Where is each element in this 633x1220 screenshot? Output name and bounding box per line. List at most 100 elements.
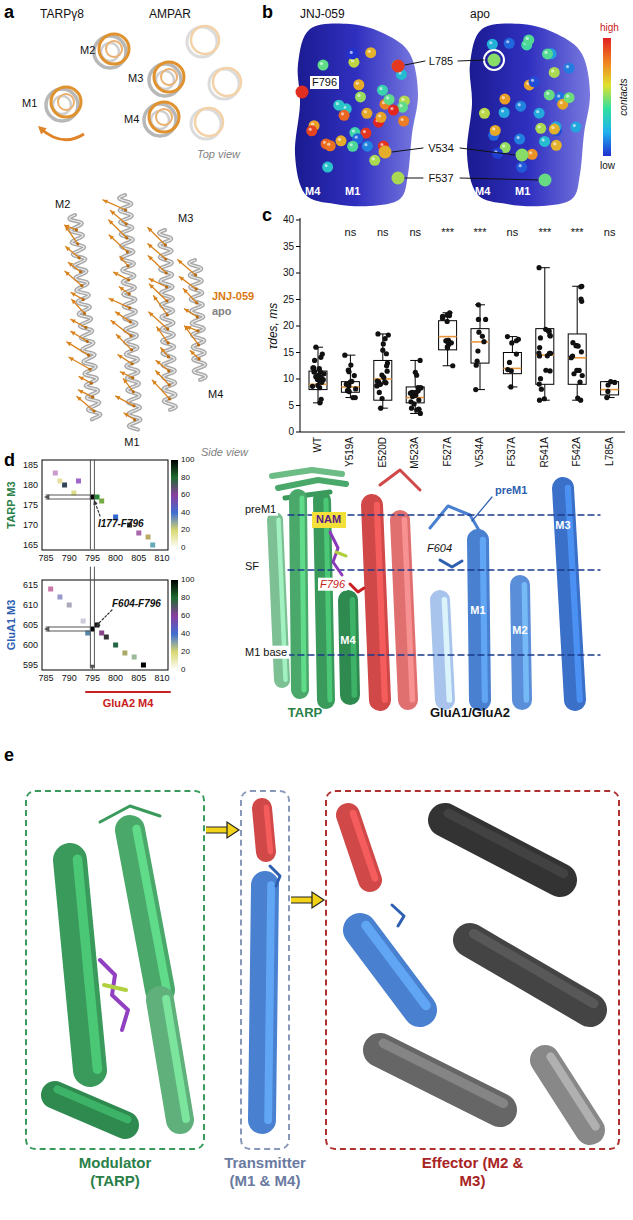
data-point <box>317 385 322 390</box>
axis-tick: 40 <box>283 214 294 226</box>
residue-label: F537 <box>426 172 455 185</box>
sphere-highlight <box>325 164 328 167</box>
arrow-head <box>116 334 121 339</box>
helix-ring <box>156 109 172 125</box>
arrow-head <box>184 309 189 313</box>
arrow-head <box>124 413 129 417</box>
legend-label: JNJ-059 <box>212 290 254 303</box>
arrow-head <box>65 247 70 252</box>
axis-tick: 610 <box>23 600 38 610</box>
atom-dot <box>129 320 132 323</box>
cylinder-highlight <box>483 540 485 700</box>
data-point <box>381 375 386 380</box>
residue-sphere <box>487 39 498 50</box>
contact-label: F604-F796 <box>112 598 161 610</box>
colorbar-tick: 40 <box>181 508 190 517</box>
helix-label: M1 <box>470 604 485 617</box>
atom-dot <box>131 376 134 379</box>
residue-sphere <box>361 108 372 119</box>
residue-sphere <box>551 140 562 151</box>
category-label: R541A <box>539 437 551 468</box>
sphere-highlight <box>401 98 404 101</box>
helix-ring <box>106 41 122 57</box>
significance-mark: ns <box>604 226 616 239</box>
arrow-head <box>120 372 125 376</box>
sphere-highlight <box>489 41 492 44</box>
residue-label: F796 <box>318 578 347 591</box>
data-point <box>475 359 480 364</box>
data-point <box>536 350 541 355</box>
axis-tick-mark <box>296 432 300 433</box>
beta-strand <box>272 470 342 476</box>
atom-dot <box>78 256 81 259</box>
axis-tick: 180 <box>23 480 38 490</box>
cylinder-highlight <box>166 999 186 1119</box>
helix-ring <box>58 94 74 110</box>
protein-name: TARPγ8 <box>40 8 84 22</box>
atom-dot <box>167 341 170 344</box>
helix-cylinder <box>470 940 590 1010</box>
arrow-head <box>72 299 77 304</box>
atom-dot <box>194 273 197 276</box>
side-chain <box>440 560 462 567</box>
sphere-highlight <box>327 143 330 146</box>
data-point <box>538 335 543 340</box>
data-point <box>543 368 548 373</box>
residue-label: F604 <box>425 542 454 555</box>
cylinder-highlight <box>302 498 304 690</box>
sphere-highlight <box>399 104 402 107</box>
sphere-highlight <box>350 51 353 54</box>
sphere-highlight <box>519 164 522 167</box>
displacement-arrow <box>149 284 167 301</box>
atom-dot <box>87 354 90 357</box>
atom-dot <box>168 397 171 400</box>
residue-sphere <box>347 141 358 152</box>
sphere-highlight <box>336 102 339 105</box>
residue-sphere <box>377 85 388 96</box>
axis-title: TARP M3 <box>5 481 18 528</box>
category-label: L785A <box>604 437 616 466</box>
residue-sphere <box>534 108 545 119</box>
connector-line <box>291 898 314 903</box>
sphere-highlight <box>320 62 323 65</box>
axis-tick: 805 <box>131 553 146 563</box>
displacement-arrow <box>156 371 170 385</box>
data-point <box>313 345 318 350</box>
displacement-arrow <box>120 256 128 266</box>
crosshair-line <box>46 495 90 496</box>
median-line <box>439 336 457 338</box>
displacement-arrow <box>185 326 199 345</box>
arrow-head <box>120 256 125 261</box>
helix-cylinder <box>545 1060 590 1130</box>
displacement-arrow <box>190 351 199 359</box>
significance-mark: *** <box>474 226 487 239</box>
sphere-highlight <box>560 101 563 104</box>
crosshair-line <box>94 567 95 668</box>
sphere-highlight <box>566 95 569 98</box>
data-point <box>539 387 544 392</box>
axis-tick: 5 <box>288 400 294 412</box>
arrow-head <box>111 321 116 326</box>
cylinder-highlight <box>268 885 271 1120</box>
heatmap-cell <box>57 479 62 484</box>
data-point <box>476 302 481 307</box>
colorbar-tick: 80 <box>181 473 190 482</box>
helix-label: M4 <box>475 185 490 198</box>
significance-mark: *** <box>538 226 551 239</box>
motion-arrow <box>40 128 84 140</box>
displacement-arrow <box>116 334 131 349</box>
colorbar-tick: 80 <box>181 593 190 602</box>
whisker <box>480 363 481 390</box>
axis-tick: 785 <box>38 673 53 683</box>
colorbar-tick: 40 <box>181 629 190 638</box>
data-point <box>409 406 414 411</box>
displacement-arrow <box>124 413 135 420</box>
heatmap-cell <box>53 471 58 476</box>
data-point <box>418 358 423 363</box>
heatmap-cell <box>95 495 100 500</box>
sphere-highlight <box>380 143 383 146</box>
data-point <box>418 385 423 390</box>
axis-tick: 605 <box>23 620 38 630</box>
displacement-arrow <box>119 287 129 294</box>
colorbar-tick: 60 <box>181 491 190 500</box>
